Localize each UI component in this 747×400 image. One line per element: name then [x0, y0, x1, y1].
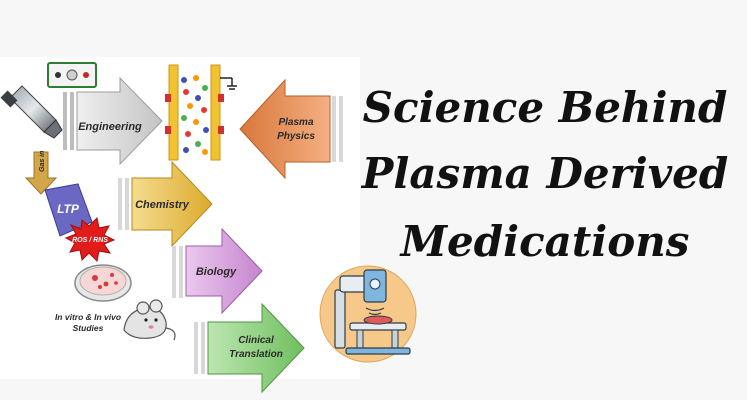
chemistry-arrow: Chemistry: [118, 160, 213, 248]
title-line-1: Science Behind: [363, 83, 728, 132]
engineering-label: Engineering: [78, 121, 142, 133]
title-line-2: Plasma Derived: [361, 149, 728, 198]
chemistry-label: Chemistry: [135, 199, 190, 211]
engineering-arrow: Engineering: [63, 76, 163, 166]
plasma-physics-label-2: Physics: [277, 131, 315, 142]
plasma-physics-arrow: Plasma Physics: [239, 78, 343, 180]
plasma-physics-label-1: Plasma: [278, 117, 313, 128]
ltp-block: LTP: [44, 183, 93, 237]
biology-arrow: Biology: [172, 227, 263, 315]
studies-label-1: In vitro & In vivo: [55, 312, 121, 322]
ros-rns-burst: ROS / RNS: [64, 216, 116, 263]
gas-in-label: Gas in: [39, 151, 46, 172]
biology-label: Biology: [196, 266, 237, 278]
page-title: Science Behind Plasma Derived Medication…: [361, 83, 728, 266]
medical-scanner-icon: [319, 265, 417, 363]
plasma-jet-icon: [0, 85, 63, 139]
clinical-label-1: Clinical: [238, 335, 274, 346]
ros-rns-label: ROS / RNS: [72, 237, 108, 244]
clinical-label-2: Translation: [229, 349, 283, 360]
plasma-reactor-icon: [165, 64, 237, 161]
mouse-icon: [123, 299, 176, 341]
clinical-translation-arrow: Clinical Translation: [194, 302, 305, 394]
ltp-label: LTP: [57, 202, 80, 216]
petri-dish-icon: [74, 264, 132, 302]
studies-label-2: Studies: [73, 323, 104, 333]
gas-in-arrow: Gas in: [24, 151, 58, 195]
title-line-3: Medications: [399, 217, 690, 266]
power-supply-icon: [47, 62, 97, 88]
